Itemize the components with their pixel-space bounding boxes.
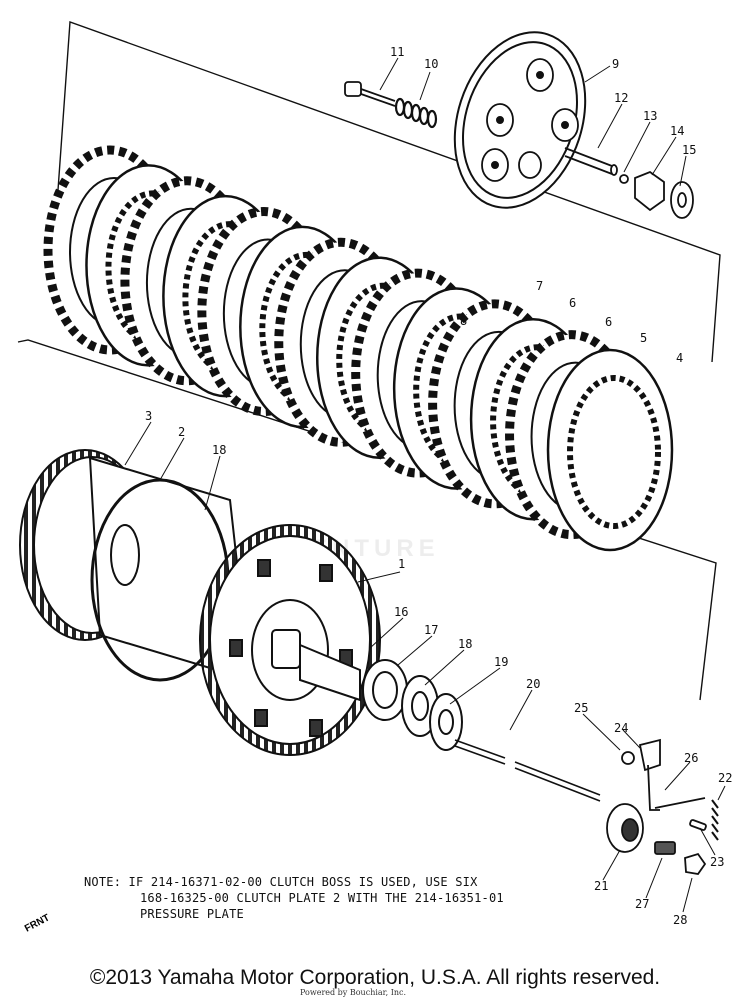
callout-14: 14 bbox=[670, 124, 684, 138]
callout-22: 22 bbox=[718, 771, 732, 785]
callout-2: 2 bbox=[178, 425, 185, 439]
parts-note: NOTE: IF 214-16371-02-00 CLUTCH BOSS IS … bbox=[84, 874, 604, 922]
callout-26: 26 bbox=[684, 751, 698, 765]
push-lever-assembly bbox=[606, 738, 719, 875]
push-rod-long bbox=[454, 739, 601, 802]
callout-5: 5 bbox=[640, 331, 647, 345]
callout-23: 23 bbox=[710, 855, 724, 869]
plate-inner-edge bbox=[567, 375, 661, 529]
clutch-housing bbox=[19, 449, 252, 682]
callout-25: 25 bbox=[574, 701, 588, 715]
callout-28: 28 bbox=[673, 913, 687, 927]
callout-13: 13 bbox=[643, 109, 657, 123]
note-line-2: 168-16325-00 CLUTCH PLATE 2 WITH THE 214… bbox=[140, 891, 504, 905]
clutch-plate bbox=[546, 348, 674, 552]
leader-lines bbox=[124, 57, 726, 913]
note-line-1: NOTE: IF 214-16371-02-00 CLUTCH BOSS IS … bbox=[84, 875, 478, 889]
callout-27: 27 bbox=[635, 897, 649, 911]
callout-6: 6 bbox=[605, 315, 612, 329]
callout-18: 18 bbox=[458, 637, 472, 651]
shaft-bearing-washers bbox=[299, 643, 463, 751]
callout-24: 24 bbox=[614, 721, 628, 735]
callout-3: 3 bbox=[145, 409, 152, 423]
note-line-3: PRESSURE PLATE bbox=[140, 907, 244, 921]
clutch-plate-stack bbox=[43, 145, 674, 552]
callout-7: 7 bbox=[536, 279, 543, 293]
callout-21: 21 bbox=[594, 879, 608, 893]
callout-4: 4 bbox=[676, 351, 683, 365]
callout-20: 20 bbox=[526, 677, 540, 691]
callout-19: 19 bbox=[494, 655, 508, 669]
screw-and-spring bbox=[344, 81, 438, 129]
callout-18b: 18 bbox=[212, 443, 226, 457]
callout-9: 9 bbox=[612, 57, 619, 71]
callout-8: 8 bbox=[460, 314, 467, 328]
callout-1: 1 bbox=[398, 557, 405, 571]
callout-labels: 1 2 3 4 5 6 6 7 8 9 10 11 12 13 14 15 16… bbox=[145, 45, 732, 927]
clutch-boss bbox=[199, 524, 381, 756]
push-rod-nut-washer bbox=[564, 147, 694, 219]
callout-15: 15 bbox=[682, 143, 696, 157]
pressure-plate bbox=[453, 31, 587, 209]
callout-12: 12 bbox=[614, 91, 628, 105]
callout-11: 11 bbox=[390, 45, 404, 59]
callout-17: 17 bbox=[424, 623, 438, 637]
callout-16: 16 bbox=[394, 605, 408, 619]
clutch-exploded-diagram: 1 2 3 4 5 6 6 7 8 9 10 11 12 13 14 15 16… bbox=[17, 21, 732, 927]
callout-6b: 6 bbox=[569, 296, 576, 310]
callout-10: 10 bbox=[424, 57, 438, 71]
credit-text: Powered by Bouchiar, Inc. bbox=[300, 988, 407, 997]
copyright-text: ©2013 Yamaha Motor Corporation, U.S.A. A… bbox=[89, 966, 661, 989]
